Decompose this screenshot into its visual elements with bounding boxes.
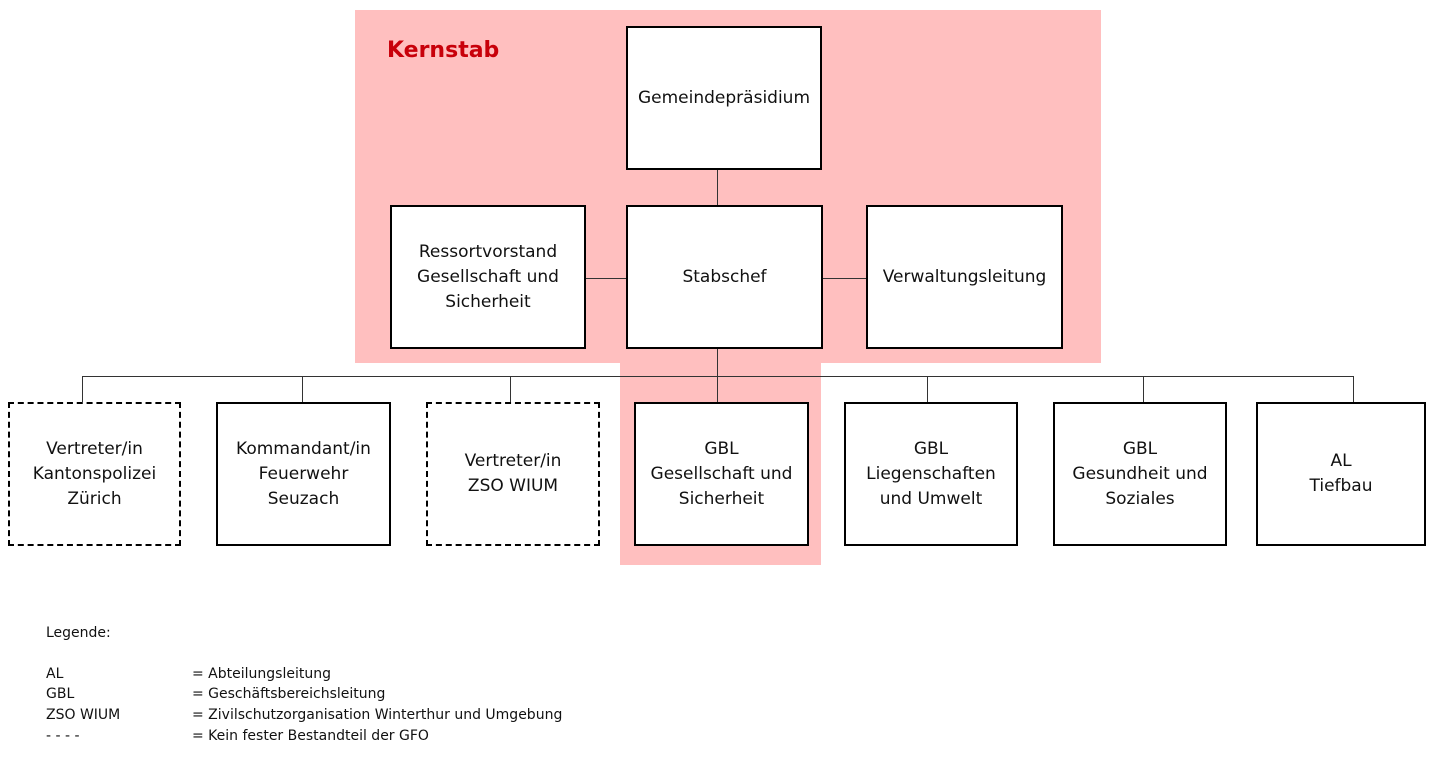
box-member-gbl-gesundheit: GBL Gesundheit und Soziales bbox=[1053, 402, 1227, 546]
connector bbox=[302, 376, 303, 403]
kernstab-title: Kernstab bbox=[387, 38, 500, 63]
connector bbox=[717, 169, 718, 206]
connector bbox=[822, 278, 867, 279]
connector bbox=[927, 376, 928, 403]
box-stabschef: Stabschef bbox=[626, 205, 823, 349]
legend-title: Legende: bbox=[46, 625, 111, 641]
connector bbox=[1143, 376, 1144, 403]
connector bbox=[510, 376, 511, 403]
box-member-al-tiefbau: AL Tiefbau bbox=[1256, 402, 1426, 546]
legend-meaning: = Zivilschutzorganisation Winterthur und… bbox=[192, 707, 563, 723]
connector bbox=[1353, 376, 1354, 403]
box-verwaltungsleitung: Verwaltungsleitung bbox=[866, 205, 1063, 349]
box-member-zso: Vertreter/in ZSO WIUM bbox=[426, 402, 600, 546]
legend-abbr: - - - - bbox=[46, 728, 80, 744]
box-ressortvorstand: Ressortvorstand Gesellschaft und Sicherh… bbox=[390, 205, 586, 349]
connector bbox=[585, 278, 627, 279]
legend-meaning: = Kein fester Bestandteil der GFO bbox=[192, 728, 429, 744]
legend-abbr: AL bbox=[46, 666, 64, 682]
box-member-gbl-gesellschaft: GBL Gesellschaft und Sicherheit bbox=[634, 402, 809, 546]
box-gemeindepraesidium: Gemeindepräsidium bbox=[626, 26, 822, 170]
connector-bus bbox=[82, 376, 1353, 377]
legend-abbr: GBL bbox=[46, 686, 75, 702]
connector bbox=[82, 376, 83, 403]
legend-abbr: ZSO WIUM bbox=[46, 707, 121, 723]
legend-meaning: = Abteilungsleitung bbox=[192, 666, 331, 682]
box-member-feuerwehr: Kommandant/in Feuerwehr Seuzach bbox=[216, 402, 391, 546]
box-member-kantonspolizei: Vertreter/in Kantonspolizei Zürich bbox=[8, 402, 181, 546]
connector bbox=[717, 348, 718, 403]
legend-meaning: = Geschäftsbereichsleitung bbox=[192, 686, 386, 702]
box-member-gbl-liegenschaften: GBL Liegenschaften und Umwelt bbox=[844, 402, 1018, 546]
